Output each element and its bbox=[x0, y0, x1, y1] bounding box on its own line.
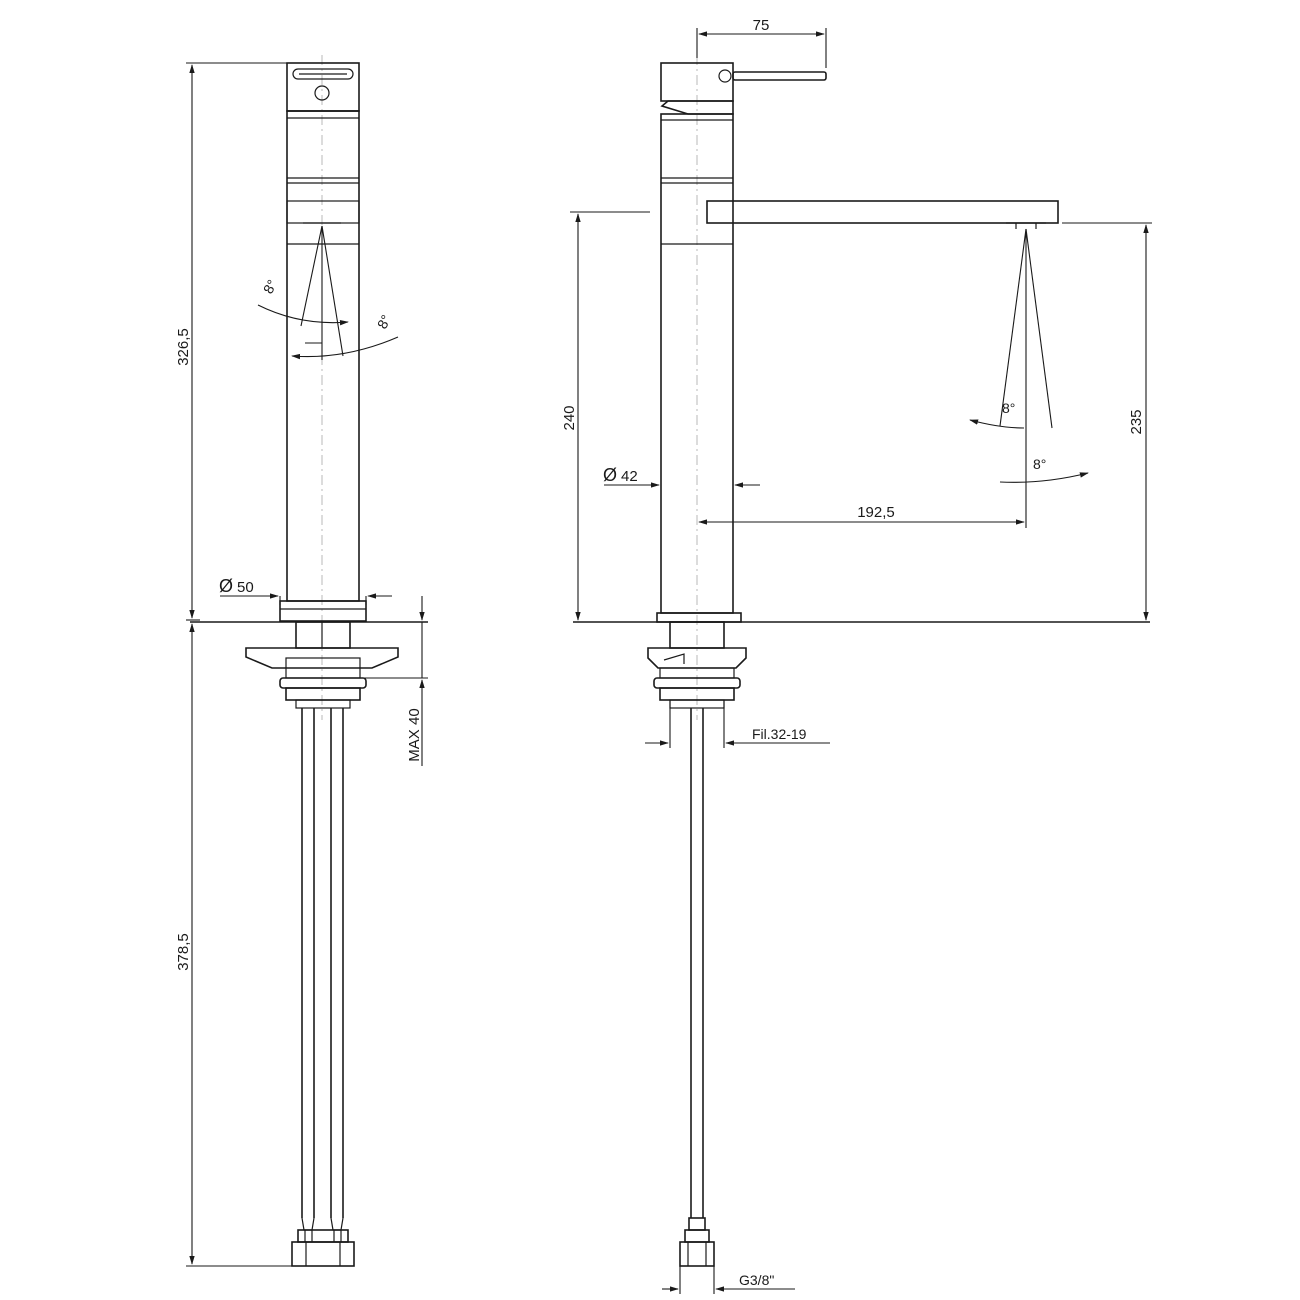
dim-front-height-hoses bbox=[186, 623, 292, 1267]
dim-front-max-thickness bbox=[360, 596, 428, 766]
side-thread-hose-label: G3/8" bbox=[739, 1272, 774, 1288]
front-diameter-symbol: Ø bbox=[219, 576, 233, 596]
side-handle bbox=[660, 62, 827, 115]
side-height-spout-label: 240 bbox=[561, 405, 578, 430]
front-view: 8° 8° bbox=[175, 55, 428, 1267]
dim-side-lever-length bbox=[696, 28, 827, 68]
side-angle-upper-label: 8° bbox=[1002, 400, 1015, 416]
side-spout-reach-label: 192,5 bbox=[857, 504, 895, 521]
front-hoses bbox=[291, 708, 355, 1267]
dim-front-height-body bbox=[186, 62, 287, 621]
dim-side-height-outlet bbox=[1062, 222, 1152, 621]
dim-front-diameter-base bbox=[220, 593, 392, 605]
dim-side-thread-fixing bbox=[645, 700, 830, 748]
side-height-outlet-label: 235 bbox=[1128, 409, 1145, 434]
side-thread-fixing-label: Fil.32-19 bbox=[752, 726, 807, 742]
front-height-hoses-label: 378,5 bbox=[175, 933, 192, 971]
front-base bbox=[190, 600, 428, 623]
dim-side-thread-hose bbox=[662, 1266, 795, 1294]
front-height-body-label: 326,5 bbox=[175, 328, 192, 366]
front-diameter-base-label: 50 bbox=[237, 579, 254, 596]
side-spout bbox=[706, 200, 1059, 229]
side-view: 8° 8° bbox=[561, 17, 1152, 1294]
side-hose bbox=[679, 708, 715, 1267]
side-swivel-angle bbox=[969, 228, 1089, 528]
front-fixing bbox=[245, 621, 399, 709]
side-angle-lower-label: 8° bbox=[1033, 456, 1046, 472]
side-diameter-symbol: Ø bbox=[603, 465, 617, 485]
side-lever-length-label: 75 bbox=[753, 17, 770, 34]
front-angle-left-label: 8° bbox=[260, 277, 280, 296]
front-swivel-angle bbox=[257, 225, 399, 360]
side-diameter-body-label: 42 bbox=[621, 468, 638, 485]
front-angle-right-label: 8° bbox=[374, 312, 394, 331]
dim-side-height-spout bbox=[570, 211, 650, 621]
front-handle bbox=[286, 62, 360, 112]
side-base bbox=[573, 612, 1150, 623]
front-max-thickness-label: MAX 40 bbox=[406, 708, 423, 761]
